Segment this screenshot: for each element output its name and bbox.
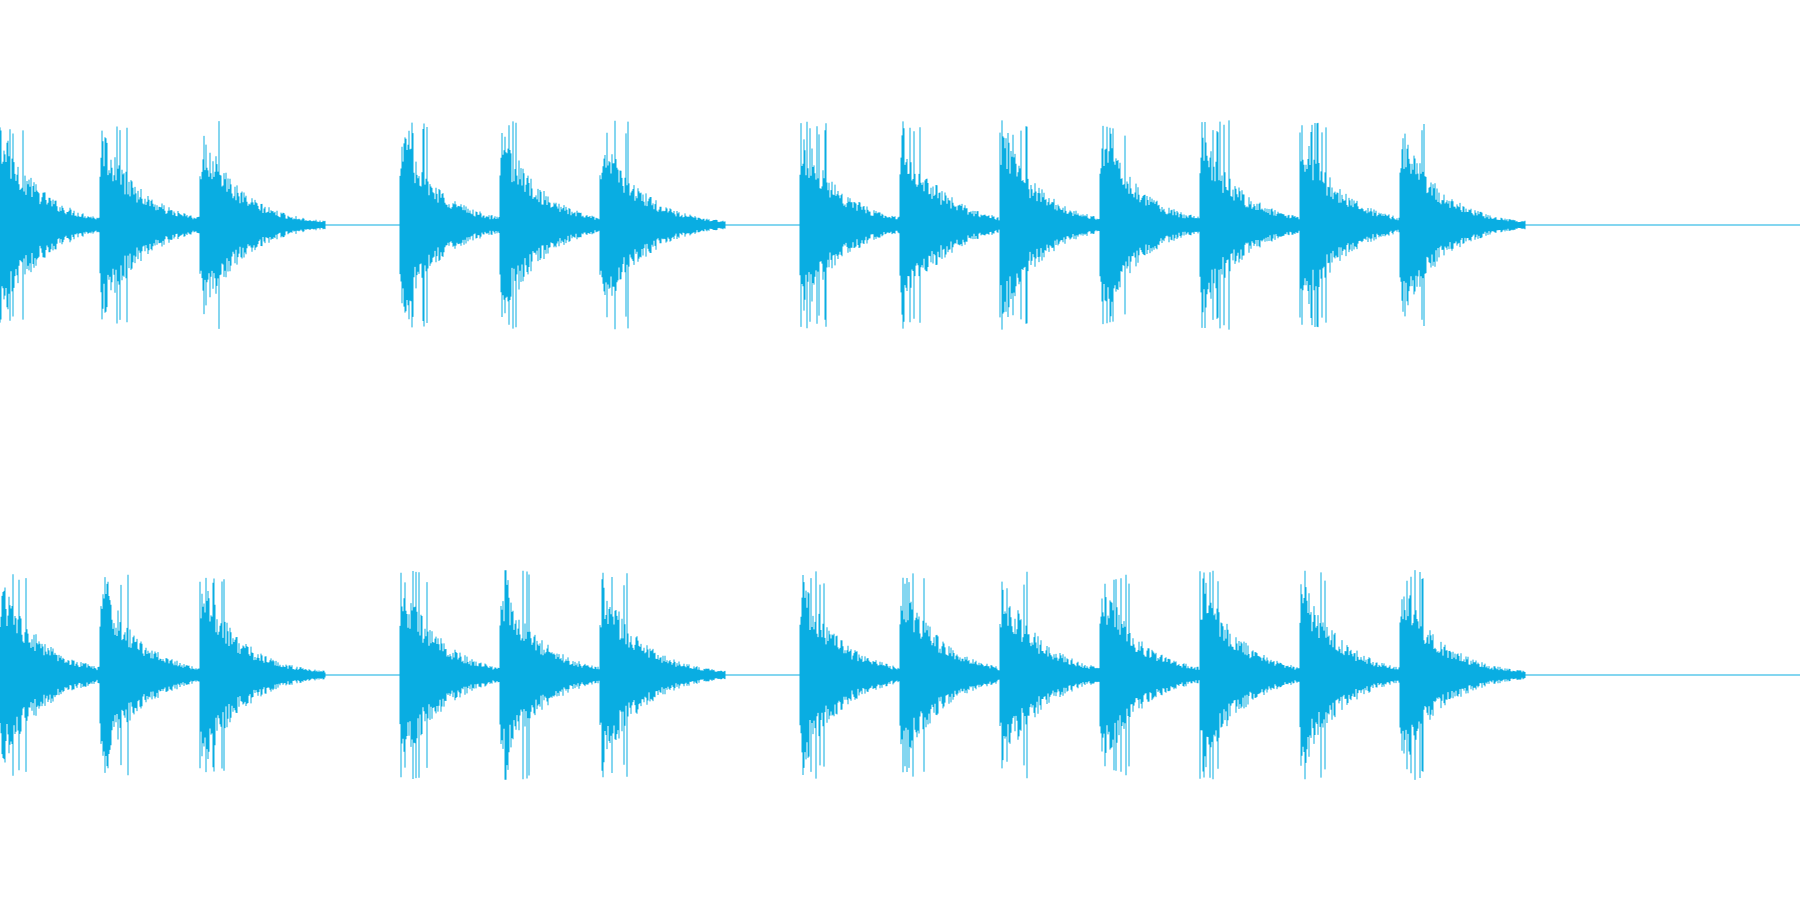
waveform-beat <box>1399 570 1526 780</box>
waveform-channel-1 <box>0 120 1800 330</box>
waveform-beat <box>199 121 326 329</box>
waveform-beat <box>199 577 326 773</box>
waveform-channel-2 <box>0 570 1800 780</box>
waveform-beat <box>599 572 726 778</box>
waveform-beat <box>599 120 726 330</box>
channels <box>0 120 1800 780</box>
waveform-beat <box>1399 124 1526 326</box>
